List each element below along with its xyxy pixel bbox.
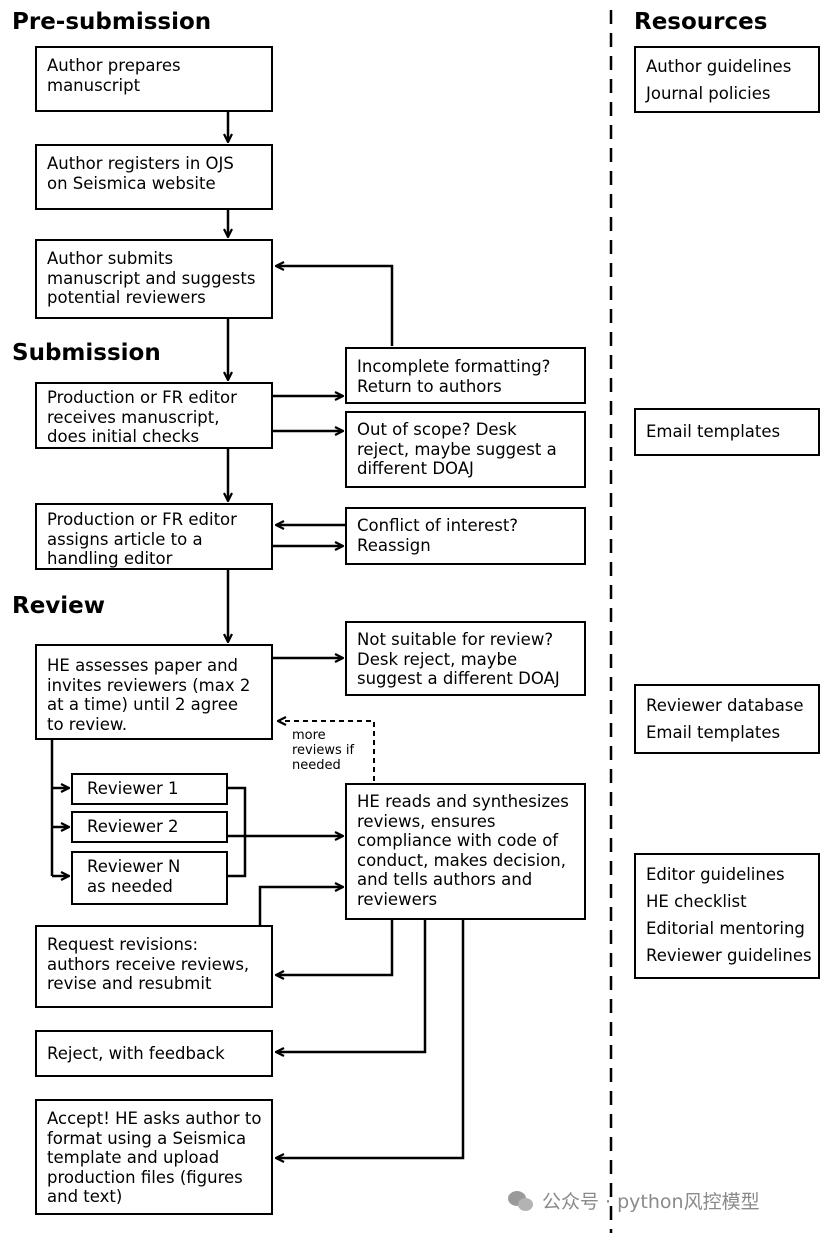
box-not-suitable: Not suitable for review? Desk reject, ma… (345, 621, 586, 696)
box-author-prepares: Author prepares manuscript (35, 46, 273, 112)
dashed-arrow-more-reviews (278, 721, 375, 781)
box-reviewer-n: Reviewer N as needed (71, 851, 228, 905)
box-author-registers: Author registers in OJS on Seismica webs… (35, 144, 273, 210)
box-reviewer-2: Reviewer 2 (71, 811, 228, 843)
arrow-he-to-revisions (276, 919, 394, 975)
heading-resources: Resources (634, 9, 768, 35)
watermark: 公众号 · python风控模型 (508, 1187, 760, 1214)
resources-reviewer: Reviewer database Email templates (634, 684, 820, 754)
box-he-assesses: HE assesses paper and invites reviewers … (35, 644, 273, 740)
box-reject: Reject, with feedback (35, 1030, 273, 1077)
resources-editor: Editor guidelines HE checklist Editorial… (634, 853, 820, 979)
arrow-incomplete-to-submit (276, 266, 394, 346)
merge-reviewer1 (227, 786, 247, 836)
box-reviewer-1: Reviewer 1 (71, 773, 228, 805)
box-author-submits: Author submits manuscript and suggests p… (35, 239, 273, 319)
box-incomplete-formatting: Incomplete formatting? Return to authors (345, 347, 586, 404)
box-out-of-scope: Out of scope? Desk reject, maybe suggest… (345, 411, 586, 488)
watermark-text: 公众号 · python风控模型 (542, 1191, 760, 1213)
box-assign-editor: Production or FR editor assigns article … (35, 503, 273, 570)
resources-author: Author guidelines Journal policies (634, 46, 820, 113)
merge-reviewerN (227, 836, 247, 878)
arrow-he-to-accept (276, 919, 465, 1158)
arrow-revisions-to-he-reads (258, 887, 343, 925)
arrow-he-to-reject (276, 919, 427, 1052)
box-initial-checks: Production or FR editor receives manuscr… (35, 382, 273, 449)
heading-review: Review (12, 593, 106, 619)
box-request-revisions: Request revisions: authors receive revie… (35, 925, 273, 1008)
wechat-icon (508, 1190, 534, 1212)
heading-pre-submission: Pre-submission (12, 9, 212, 35)
box-accept: Accept! HE asks author to format using a… (35, 1099, 273, 1215)
resources-email: Email templates (634, 408, 820, 456)
note-more-reviews: more reviews if needed (292, 728, 355, 773)
heading-submission: Submission (12, 340, 161, 366)
box-he-reads: HE reads and synthesizes reviews, ensure… (345, 783, 586, 920)
box-conflict-of-interest: Conflict of interest? Reassign (345, 507, 586, 565)
